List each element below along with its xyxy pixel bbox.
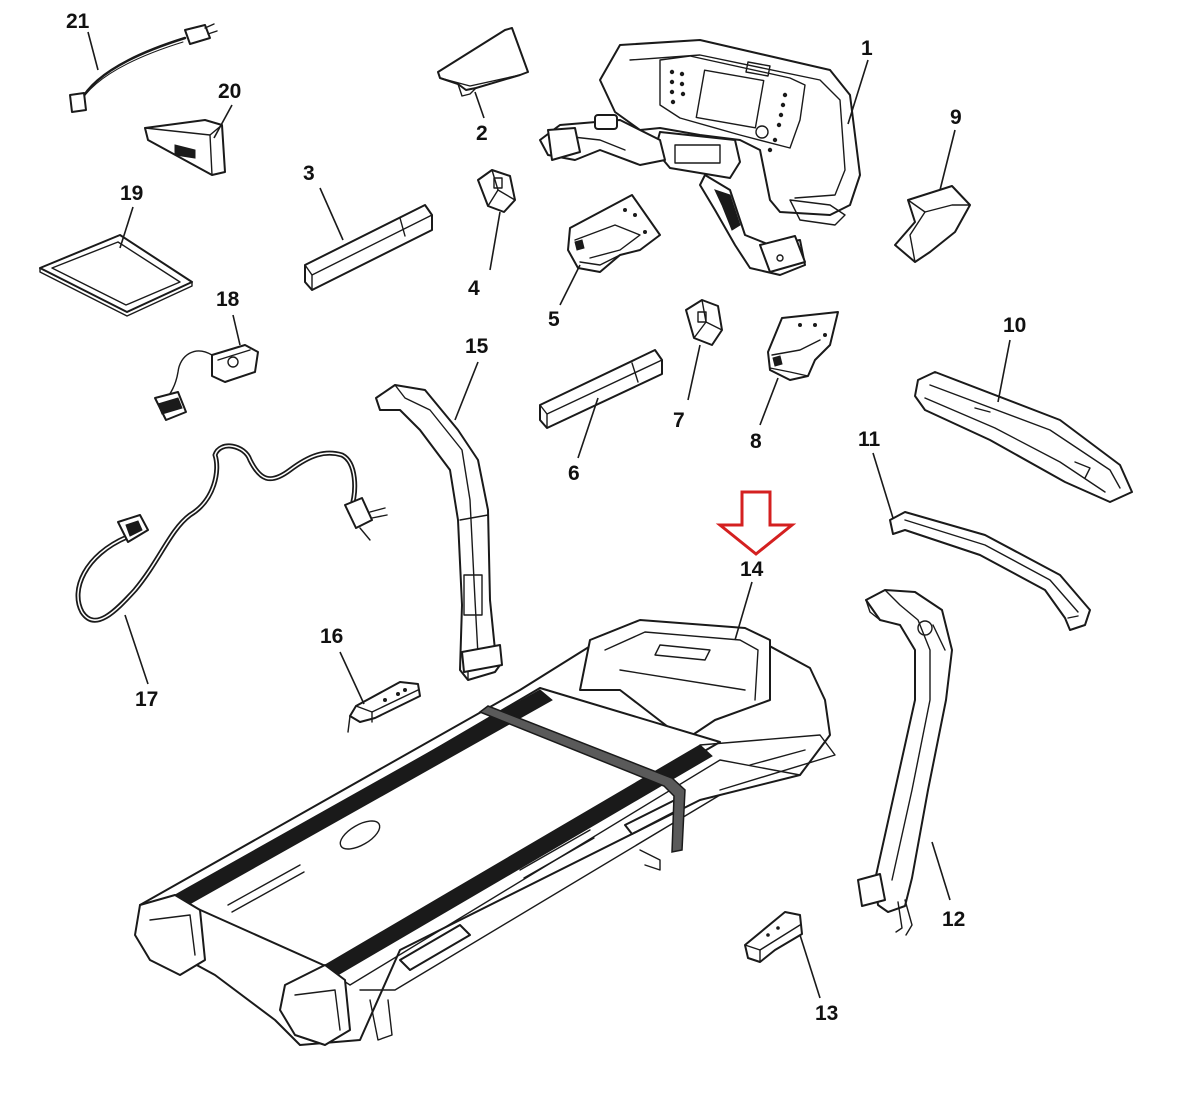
leader-3: [319, 187, 344, 241]
label-7: 7: [673, 409, 685, 432]
part-2-upper-cover: [437, 27, 529, 97]
label-14: 14: [740, 558, 764, 581]
leader-9: [939, 129, 956, 191]
part-8-right-bracket-cover: [767, 311, 839, 381]
leader-15: [454, 361, 479, 421]
part-13-small-cover: [744, 911, 803, 963]
label-13: 13: [815, 1002, 838, 1025]
label-15: 15: [465, 335, 489, 358]
leader-4: [489, 211, 501, 271]
part-9-side-cover: [894, 185, 971, 263]
label-1: 1: [861, 37, 873, 60]
part-11-rail-trim: [889, 511, 1091, 631]
part-19-manual: [39, 234, 193, 317]
label-8: 8: [750, 430, 762, 453]
leader-7: [687, 344, 701, 401]
label-10: 10: [1003, 314, 1026, 337]
leader-14: [734, 581, 753, 641]
leader-8: [759, 377, 779, 426]
label-5: 5: [548, 308, 560, 331]
highlight-arrow: [715, 490, 797, 556]
label-18: 18: [216, 288, 240, 311]
label-4: 4: [468, 277, 480, 300]
part-16-bracket: [347, 681, 421, 733]
label-12: 12: [942, 908, 965, 931]
part-21-cable: [69, 23, 218, 113]
leader-21: [87, 31, 99, 71]
label-6: 6: [568, 462, 580, 485]
part-3-upright-bar: [304, 204, 433, 291]
label-3: 3: [303, 162, 315, 185]
leader-13: [799, 934, 821, 999]
label-21: 21: [66, 10, 90, 33]
label-17: 17: [135, 688, 158, 711]
leader-10: [997, 339, 1011, 403]
label-11: 11: [858, 428, 881, 451]
part-1-console: [539, 39, 861, 276]
leader-6: [577, 397, 599, 459]
label-19: 19: [120, 182, 143, 205]
part-17-power-cord: [75, 443, 388, 623]
leader-5: [559, 264, 581, 306]
label-20: 20: [218, 80, 241, 103]
part-14-treadmill-base: [134, 619, 836, 1046]
part-5-left-bracket-cover: [567, 194, 661, 273]
label-9: 9: [950, 106, 962, 129]
part-7-end-cap: [685, 299, 723, 346]
leader-20: [213, 104, 233, 139]
part-12-right-upright: [857, 589, 953, 936]
leader-16: [339, 651, 365, 705]
label-2: 2: [476, 122, 488, 145]
label-16: 16: [320, 625, 343, 648]
part-15-left-upright: [375, 384, 503, 681]
part-10-side-rail: [914, 371, 1133, 503]
part-6-upright-bar: [539, 349, 663, 429]
part-4-end-cap: [477, 169, 516, 213]
part-20-cover-plate: [144, 119, 226, 176]
leader-19: [119, 206, 134, 249]
leader-12: [931, 841, 951, 901]
leader-17: [124, 614, 149, 685]
leader-11: [872, 452, 894, 519]
leader-1: [847, 59, 869, 125]
leader-18: [232, 314, 241, 346]
part-18-safety-key: [154, 344, 259, 421]
leader-2: [474, 91, 485, 119]
